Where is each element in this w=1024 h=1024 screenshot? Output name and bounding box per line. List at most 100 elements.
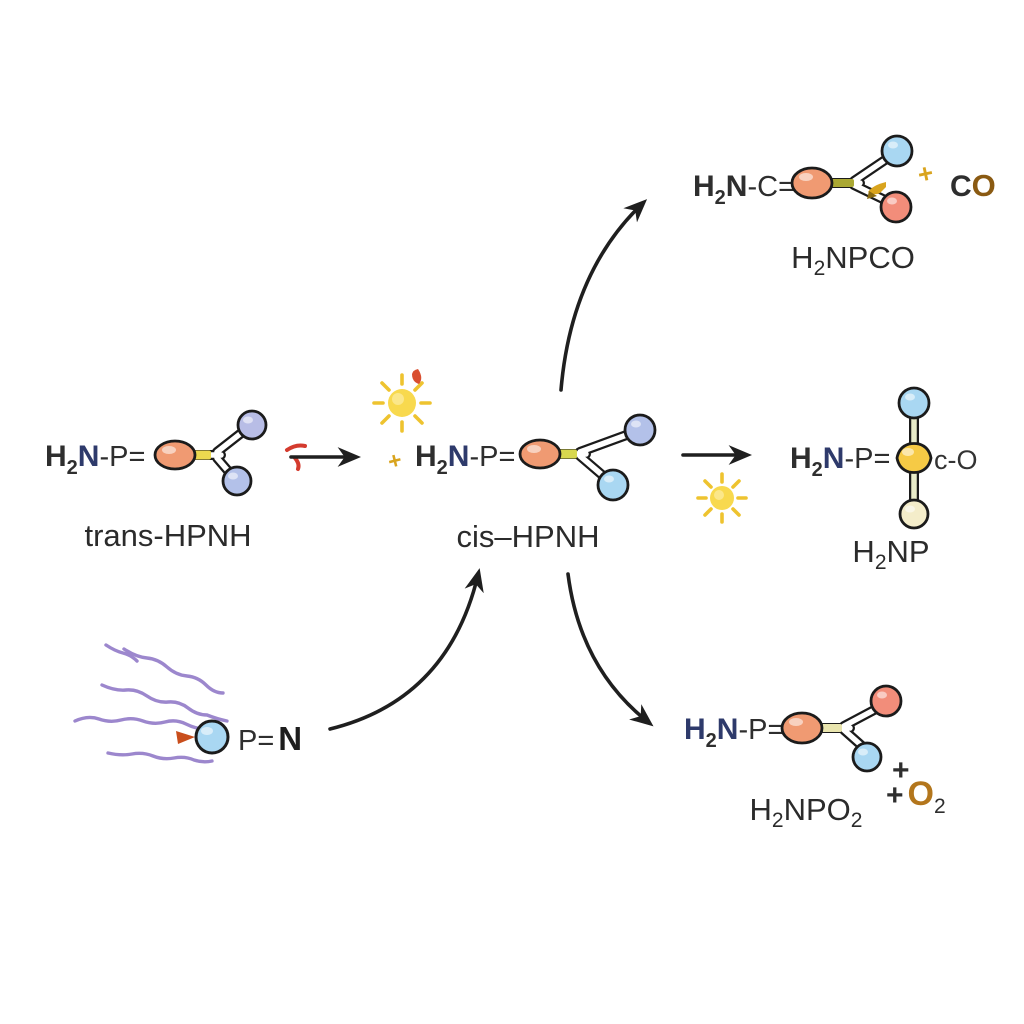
formula-n: N [717,713,739,746]
h2np-bottom-atom [898,498,930,530]
label-pre: H [750,792,772,827]
h2npo2-top-atom [869,684,903,718]
h2npco-label: H2NPCO [791,240,915,280]
h2np-top-atom [897,386,931,420]
formula-n: N [726,170,748,203]
flame-icon [412,369,422,384]
cis-hpnh-formula: H2N-P= [415,440,515,479]
h2npco-olive-bond-bar [831,179,854,187]
h2npo2-pale-bond-bar [821,724,842,732]
photon-plus-co-icon: + [915,157,936,190]
label-pre: H [852,534,874,569]
h2npco-carbon-blob [790,166,834,200]
trans-hpnh-label: trans-HPNH [84,518,251,553]
formula-h: H [415,440,437,473]
label-post: NPO [784,792,851,827]
pn-atom-highlight [201,727,213,735]
pn-p-bond: P= [238,725,274,757]
formula-bond: -P= [844,443,890,475]
formula-h-subscript: 2 [67,457,78,479]
formula-h: H [790,442,812,475]
cis-hpnh-group: H2N-P= cis–HPNH [415,413,657,554]
h2npco-bottom-atom-highlight [887,197,897,205]
h2npo2-bottom-atom [851,741,883,773]
h2npo2-top-atom-highlight [877,691,887,699]
formula-n: N [448,440,470,473]
h2npo2-group: H2N-P= + +O2 H2NPO2 [684,684,946,832]
sun2-core-highlight [714,490,724,500]
label-sub: 2 [875,551,887,574]
pn-n: N [278,720,302,757]
trans-bottom-atom [221,465,253,497]
h2np-bottom-atom-highlight [905,505,915,513]
gold-spark-icon [868,182,886,195]
o2-subscript: 2 [934,795,946,818]
o2-plus-top: + [892,754,910,787]
cis-blob-highlight [527,445,541,453]
o2-byproduct-text: +O2 [886,775,946,818]
photolysis-arrow-group [681,445,753,524]
radiation-wave-icon [122,647,225,695]
h2npo2-label: H2NPO2 [750,792,863,832]
label-sub: 2 [814,257,826,280]
cis-hpnh-label: cis–HPNH [457,519,600,554]
radiation-wave-icon [100,683,229,723]
gold-spark-tip-icon [867,191,877,199]
label-sub: 2 [772,809,784,832]
pn-radical-group: P=N [73,643,302,764]
trans-hpnh-formula: H2N-P= [45,440,145,479]
pn-formula: P=N [238,720,302,757]
label-post: NP [887,534,930,569]
pn-to-cis-arrow [328,568,484,731]
h2np-group: H2N-P= c-O H2NP [790,386,978,574]
label-post: NPCO [825,240,915,275]
h2npco-formula: H2N-C= [693,170,795,209]
h2np-formula: H2N-P= [790,442,890,481]
trans-blob-highlight [162,446,176,454]
h2npco-bottom-atom [879,190,913,224]
o2-oxygen: O [908,775,934,813]
cis-to-h2npco-arrow [559,199,648,392]
cis-bottom-atom [596,468,630,502]
h2np-side-group-text: c-O [934,445,978,475]
trans-yellow-bond-bar [193,450,211,460]
cis-green-bond-bar [558,449,577,459]
trans-hpnh-group: H2N-P= trans-HPNH [45,409,268,553]
cis-top-atom-highlight [631,420,641,428]
h2npo2-phosphorus-blob [780,711,824,745]
trans-top-atom [236,409,268,441]
radiation-wave-icon [104,643,139,663]
sun2-rays-icon [696,472,748,524]
sun-core-highlight [392,393,404,405]
h2npo2-formula: H2N-P= [684,713,784,752]
formula-bond: -P= [738,714,784,746]
trans-top-atom-highlight [243,416,253,424]
formula-h-subscript: 2 [812,459,823,481]
h2np-center-highlight [902,448,914,456]
co-carbon: C [950,170,972,203]
h2npco-top-atom-highlight [888,141,898,149]
h2np-label: H2NP [852,534,929,574]
formula-n: N [823,442,845,475]
co-oxygen: O [972,168,996,203]
sun-rays-icon [372,373,432,433]
formula-h-subscript: 2 [437,457,448,479]
spark-arrow-icon [176,731,195,744]
label-sub2: 2 [851,809,863,832]
h2np-top-atom-highlight [905,393,915,401]
h2npo2-bottom-atom-highlight [858,748,868,756]
cis-top-atom [623,413,657,447]
formula-h-subscript: 2 [706,730,717,752]
pn-atom-circle [194,719,230,755]
h2np-center-node [895,442,933,474]
label-pre: H [791,240,813,275]
o2-plus: + [886,779,904,812]
formula-h-subscript: 2 [715,187,726,209]
red-heat-mark-top [285,443,307,452]
trans-bottom-atom-highlight [228,472,238,480]
h2npco-group: H2N-C= + CO H2NPCO [693,134,996,280]
formula-h: H [684,713,706,746]
co-byproduct-text: CO [950,168,996,203]
formula-bond: -P= [99,441,145,473]
